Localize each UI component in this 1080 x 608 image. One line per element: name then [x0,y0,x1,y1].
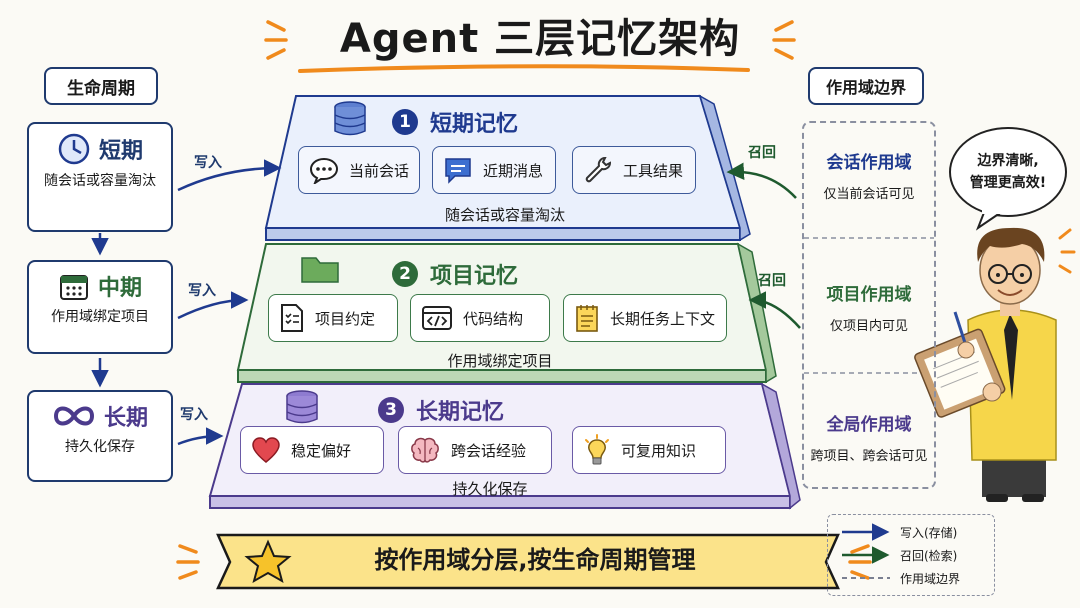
tier3-name: 长期记忆 [416,400,505,425]
tier1-name: 短期记忆 [430,112,519,137]
message-icon [445,158,471,184]
tier1-item-tool: 工具结果 [572,146,696,194]
chat-bubble-icon [309,157,339,184]
scope-session-name: 会话作用域 [826,153,912,173]
tier1-item-session: 当前会话 [298,146,420,194]
scope-project-name: 项目作用域 [826,285,912,305]
scope-boundary-column [802,121,936,489]
wrench-icon [585,156,612,183]
speech-bubble [949,127,1067,231]
lifecycle-long: 长期 持久化保存 [27,390,173,482]
legend-write: 写入(存储) [900,526,958,540]
recall-arrows [726,162,801,329]
calendar-icon [59,275,88,300]
tier2-item-conventions-label: 项目约定 [315,309,376,328]
tier3-caption: 持久化保存 [452,480,528,498]
legend: 写入(存储) 召回(检索) 作用域边界 [827,514,995,596]
lifecycle-short-desc: 随会话或容量淘汰 [44,173,156,189]
legend-boundary: 作用域边界 [900,572,961,586]
scope-global-desc: 跨项目、跨会话可见 [810,449,928,464]
tier3-number: 3 [378,397,404,423]
scope-dividers [804,237,934,374]
write-label-2: 写入 [188,283,216,299]
lifecycle-header: 生命周期 [44,67,158,105]
infinity-icon [53,406,94,426]
banner-spark-right [848,544,872,580]
notepad-icon [576,305,598,332]
title-spark-right [772,20,796,60]
lifecycle-mid-desc: 作用域绑定项目 [51,309,149,325]
scope-global-name: 全局作用域 [826,415,912,435]
lightbulb-icon [585,434,609,465]
scope-project: 项目作用域 仅项目内可见 [802,280,936,334]
speech-line-1: 边界清晰, [977,153,1039,169]
write-arrows [177,159,282,446]
lifecycle-short-name: 短期 [98,139,143,164]
write-label-1: 写入 [194,155,222,171]
tier1-database-icon [334,101,366,136]
recall-label-1: 召回 [748,145,776,161]
tier1-item-recent-label: 近期消息 [483,161,544,180]
speech-bubble-text: 边界清晰, 管理更高效! [958,150,1058,194]
tier2-name: 项目记忆 [430,264,519,289]
lifecycle-short: 短期 随会话或容量淘汰 [27,122,173,232]
tier2-number: 2 [392,261,418,287]
tier3-item-knowledge: 可复用知识 [572,426,726,474]
code-window-icon [422,306,452,330]
tier3-database-icon [286,390,318,424]
scope-session: 会话作用域 仅当前会话可见 [802,148,936,202]
tier3-header: 3 长期记忆 [378,394,504,426]
title-underline [298,64,750,73]
legend-samples [842,523,890,579]
legend-recall: 召回(检索) [900,549,958,563]
tier2-caption: 作用域绑定项目 [447,352,553,370]
tier2-item-context-label: 长期任务上下文 [610,309,716,328]
page-title: Agent 三层记忆架构 [339,16,741,62]
tier3-item-preference-label: 稳定偏好 [291,441,352,460]
tier1-item-tool-label: 工具结果 [623,161,684,180]
scope-header: 作用域边界 [808,67,924,105]
tier2-item-code-label: 代码结构 [463,309,524,328]
tier3-item-preference: 稳定偏好 [240,426,384,474]
tier2-folder-icon [301,257,339,283]
brain-icon [411,437,439,463]
lifecycle-long-desc: 持久化保存 [65,439,135,455]
title-spark-left [264,20,288,60]
tier3-item-experience-label: 跨会话经验 [451,441,527,460]
speech-line-2: 管理更高效! [969,175,1047,191]
tier3-item-experience: 跨会话经验 [398,426,552,474]
tier2-item-context: 长期任务上下文 [563,294,727,342]
tier3-item-knowledge-label: 可复用知识 [621,441,697,460]
banner-text: 按作用域分层,按生命周期管理 [374,546,696,574]
tier2-item-conventions: 项目约定 [268,294,398,342]
person-spark [1058,228,1076,274]
scope-project-desc: 仅项目内可见 [829,319,908,334]
clock-icon [58,133,90,165]
banner-spark-left [176,544,200,580]
banner [216,533,840,590]
tier1-caption: 随会话或容量淘汰 [444,206,565,224]
lifecycle-long-name: 长期 [103,406,148,431]
recall-label-2: 召回 [758,273,786,289]
heart-icon [252,437,280,463]
tier1-header: 1 短期记忆 [392,106,518,138]
scope-global: 全局作用域 跨项目、跨会话可见 [802,410,936,464]
tier1-item-recent: 近期消息 [432,146,556,194]
tier1-item-session-label: 当前会话 [349,161,410,180]
tier2-item-code: 代码结构 [410,294,550,342]
star-icon [244,539,292,584]
checklist-icon [281,304,303,332]
write-label-3: 写入 [180,407,208,423]
scope-session-desc: 仅当前会话可见 [823,187,915,202]
lifecycle-mid: 中期 作用域绑定项目 [27,260,173,354]
person-illustration [914,227,1057,502]
tier2-header: 2 项目记忆 [392,258,518,290]
tier1-number: 1 [392,109,418,135]
lifecycle-mid-name: 中期 [97,276,142,301]
